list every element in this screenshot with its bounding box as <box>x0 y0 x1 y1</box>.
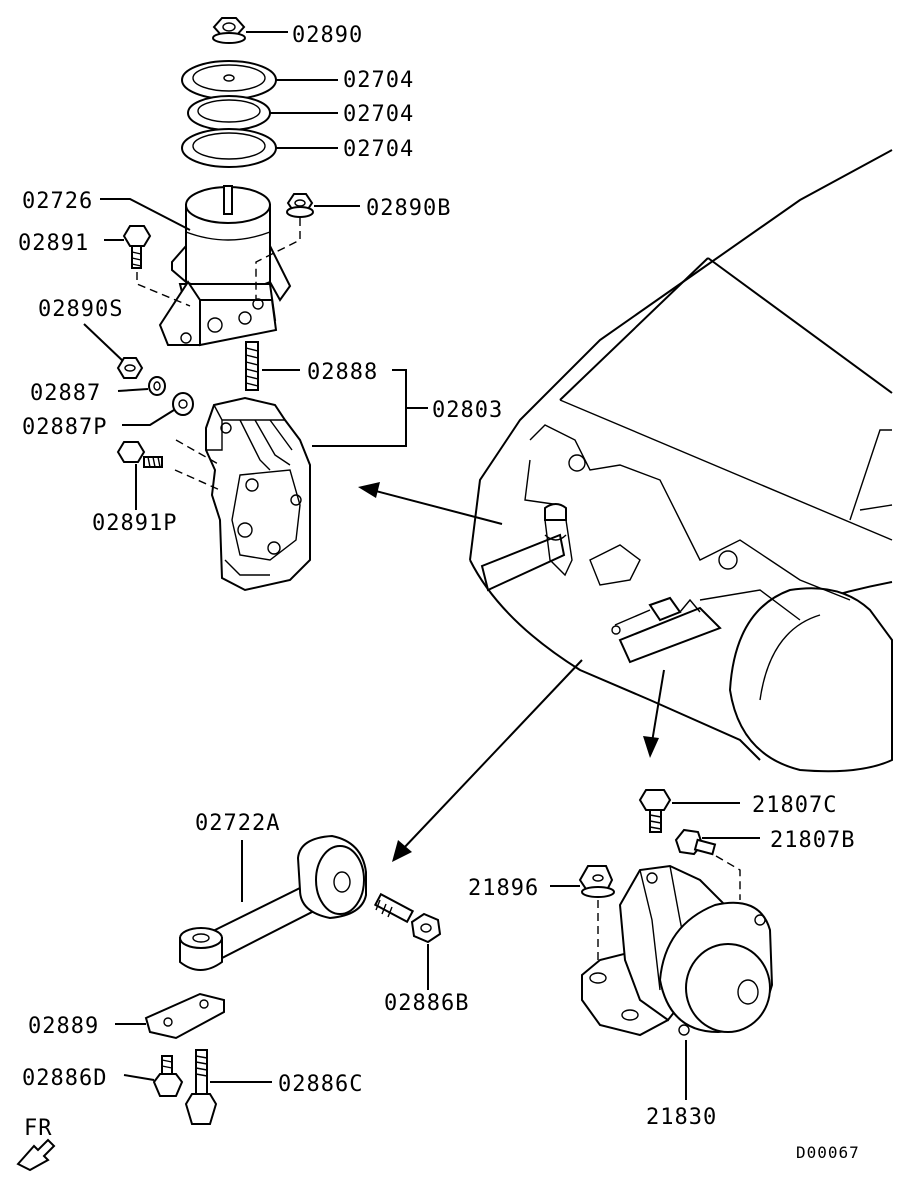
nut-02890S[interactable] <box>116 357 144 379</box>
bolt-02891[interactable] <box>122 225 152 269</box>
bolt-02886B[interactable] <box>373 892 442 944</box>
label-21807C[interactable]: 21807C <box>752 793 837 818</box>
label-02890B[interactable]: 02890B <box>366 196 451 221</box>
label-02803[interactable]: 02803 <box>432 398 503 423</box>
washer-02704-top[interactable] <box>181 60 277 100</box>
label-02889[interactable]: 02889 <box>28 1014 99 1039</box>
plate-02889[interactable] <box>144 992 225 1040</box>
label-02887P[interactable]: 02887P <box>22 415 107 440</box>
bolt-02886C[interactable] <box>184 1049 218 1125</box>
nut-02890[interactable] <box>212 17 246 44</box>
label-02722A[interactable]: 02722A <box>195 811 280 836</box>
bolt-02886D[interactable] <box>152 1055 184 1097</box>
label-02886C[interactable]: 02886C <box>278 1072 363 1097</box>
bolt-21807B[interactable] <box>674 828 717 856</box>
vehicle-outline <box>469 149 893 773</box>
washer-02704-bottom[interactable] <box>181 128 277 168</box>
bolt-21807C[interactable] <box>638 789 672 833</box>
label-02886D[interactable]: 02886D <box>22 1066 107 1091</box>
bracket-02803[interactable] <box>205 396 311 592</box>
diagram-code: D00067 <box>796 1143 860 1162</box>
engine-mount-21830[interactable] <box>581 864 774 1037</box>
label-02886B[interactable]: 02886B <box>384 991 469 1016</box>
insulator-02726[interactable] <box>158 185 292 347</box>
label-02891P[interactable]: 02891P <box>92 511 177 536</box>
label-02891[interactable]: 02891 <box>18 231 89 256</box>
label-02887[interactable]: 02887 <box>30 381 101 406</box>
label-02704-1[interactable]: 02704 <box>343 68 414 93</box>
nut-02890B[interactable] <box>286 193 314 218</box>
label-02704-2[interactable]: 02704 <box>343 102 414 127</box>
stud-02888[interactable] <box>245 341 259 391</box>
label-02888[interactable]: 02888 <box>307 360 378 385</box>
bolt-02891P[interactable] <box>116 441 163 468</box>
label-02890[interactable]: 02890 <box>292 23 363 48</box>
front-arrow-icon <box>16 1138 56 1172</box>
label-21807B[interactable]: 21807B <box>770 828 855 853</box>
direction-label: FR <box>24 1116 53 1141</box>
label-21896[interactable]: 21896 <box>468 876 539 901</box>
nut-21896[interactable] <box>578 865 615 898</box>
torque-rod-02722A[interactable] <box>179 834 367 971</box>
label-02704-3[interactable]: 02704 <box>343 137 414 162</box>
washer-02704-middle[interactable] <box>187 95 271 131</box>
label-21830[interactable]: 21830 <box>646 1105 717 1130</box>
label-02890S[interactable]: 02890S <box>38 297 123 322</box>
washer-02887P[interactable] <box>172 392 194 416</box>
washer-02887[interactable] <box>148 376 166 396</box>
label-02726[interactable]: 02726 <box>22 189 93 214</box>
